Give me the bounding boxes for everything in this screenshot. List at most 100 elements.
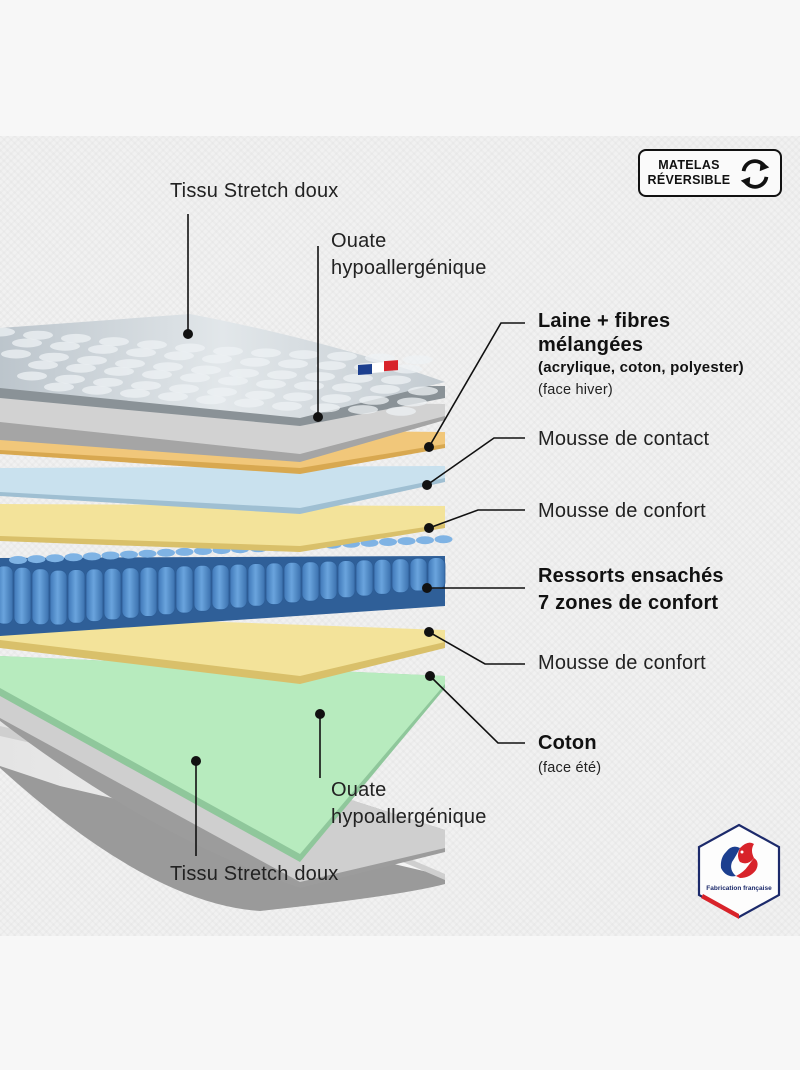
quilt-pattern xyxy=(191,365,221,375)
quilt-pattern xyxy=(392,364,422,374)
quilt-pattern xyxy=(202,354,232,364)
badge-line-1: MATELAS xyxy=(658,158,720,172)
quilt-pattern xyxy=(158,392,188,402)
quilt-pattern xyxy=(115,359,145,369)
quilt-pattern xyxy=(164,351,194,361)
quilt-pattern xyxy=(0,327,15,337)
layer-comfort-foam-upper xyxy=(0,504,445,552)
quilt-pattern xyxy=(289,350,319,360)
spring-coil xyxy=(391,558,410,593)
quilt-pattern xyxy=(120,388,150,398)
label-ouate-top-1: Ouate xyxy=(331,230,387,252)
spring-coil xyxy=(409,557,428,592)
quilt-pattern xyxy=(99,337,129,347)
quilt-pattern xyxy=(93,377,123,387)
quilt-pattern xyxy=(61,333,91,343)
spring-coil xyxy=(211,564,230,610)
label-mousse-confort-1: Mousse de confort xyxy=(538,500,706,522)
layer-comfort-foam-lower xyxy=(0,614,445,684)
quilt-pattern xyxy=(343,373,373,383)
spring-top xyxy=(157,548,175,557)
label-ouate-top-2: hypoallergénique xyxy=(331,257,487,279)
quilt-pattern xyxy=(316,361,346,371)
leader-contact xyxy=(426,437,525,486)
quilt-pattern xyxy=(348,405,378,415)
logo-text: Fabrication française xyxy=(706,885,772,892)
quilt-pattern xyxy=(240,357,270,367)
spring-top xyxy=(434,535,453,544)
spring-top xyxy=(27,555,46,564)
dot-tissu-top xyxy=(183,329,193,339)
quilt-pattern xyxy=(256,379,286,389)
quilt-pattern xyxy=(12,338,42,348)
reversible-badge: MATELAS RÉVERSIBLE xyxy=(638,149,782,197)
quilt-pattern xyxy=(180,373,210,383)
quilt-pattern xyxy=(283,392,313,402)
leader-dots xyxy=(183,329,435,766)
spring-top xyxy=(64,553,83,562)
quilt-pattern xyxy=(104,366,134,376)
label-coton-2: (face été) xyxy=(538,760,602,776)
spring-coil xyxy=(319,560,338,600)
quilt-pattern xyxy=(66,363,96,373)
layer-pocket-springs xyxy=(0,535,453,636)
label-coton-1: Coton xyxy=(538,732,597,754)
dot-coton xyxy=(425,671,435,681)
spring-top xyxy=(83,552,101,561)
label-tissu-top: Tissu Stretch doux xyxy=(170,180,339,202)
quilt-pattern xyxy=(267,370,297,380)
quilt-pattern xyxy=(82,385,112,395)
dot-tissu-bottom xyxy=(191,756,201,766)
quilt-pattern xyxy=(169,384,199,394)
spring-coil xyxy=(265,562,284,605)
quilt-pattern xyxy=(28,360,58,370)
quilt-pattern xyxy=(408,386,438,396)
quilt-pattern xyxy=(359,395,389,405)
quilt-pattern xyxy=(218,376,248,386)
dot-confort-2 xyxy=(424,627,434,637)
badge-text-block: MATELAS RÉVERSIBLE xyxy=(644,158,734,188)
quilt-pattern xyxy=(397,397,427,407)
quilt-pattern xyxy=(381,375,411,385)
quilt-pattern xyxy=(332,383,362,393)
leader-laine xyxy=(428,322,525,448)
dot-contact xyxy=(422,480,432,490)
quilt-pattern xyxy=(207,387,237,397)
label-laine-4: (face hiver) xyxy=(538,382,613,398)
quilt-pattern xyxy=(272,401,302,411)
quilt-pattern xyxy=(126,348,156,358)
spring-coil xyxy=(283,561,302,604)
hexagon-logo-shape xyxy=(697,823,781,919)
rooster-icon xyxy=(720,842,758,878)
spring-coil xyxy=(85,568,104,622)
quilt-pattern xyxy=(175,343,205,353)
spring-coil xyxy=(373,558,392,595)
spring-coil xyxy=(337,560,356,599)
spring-coil xyxy=(427,557,446,590)
spring-coil xyxy=(301,561,320,602)
quilt-pattern xyxy=(131,381,161,391)
label-laine-1: Laine + fibres xyxy=(538,310,671,332)
label-ressorts-1: Ressorts ensachés xyxy=(538,565,724,587)
spring-coil xyxy=(103,567,122,621)
quilt-pattern xyxy=(39,352,69,362)
spring-coil xyxy=(31,568,50,625)
spring-coil xyxy=(121,567,140,619)
quilt-pattern xyxy=(44,382,74,392)
leader-lines xyxy=(187,214,525,856)
quilt-pattern xyxy=(305,372,335,382)
dot-laine xyxy=(424,442,434,452)
quilt-pattern xyxy=(251,348,281,358)
label-mousse-contact: Mousse de contact xyxy=(538,428,710,450)
dot-ressorts xyxy=(422,583,432,593)
spring-top xyxy=(416,536,434,545)
spring-coil xyxy=(67,569,86,624)
quilt-pattern xyxy=(386,406,416,416)
spring-coil xyxy=(229,563,248,609)
reverse-arrows-icon xyxy=(740,159,770,189)
leader-coton xyxy=(429,675,525,744)
label-ouate-bottom-2: hypoallergénique xyxy=(331,806,487,828)
quilt-pattern xyxy=(88,344,118,354)
mattress-layers-diagram xyxy=(0,214,525,911)
quilt-pattern xyxy=(55,374,85,384)
